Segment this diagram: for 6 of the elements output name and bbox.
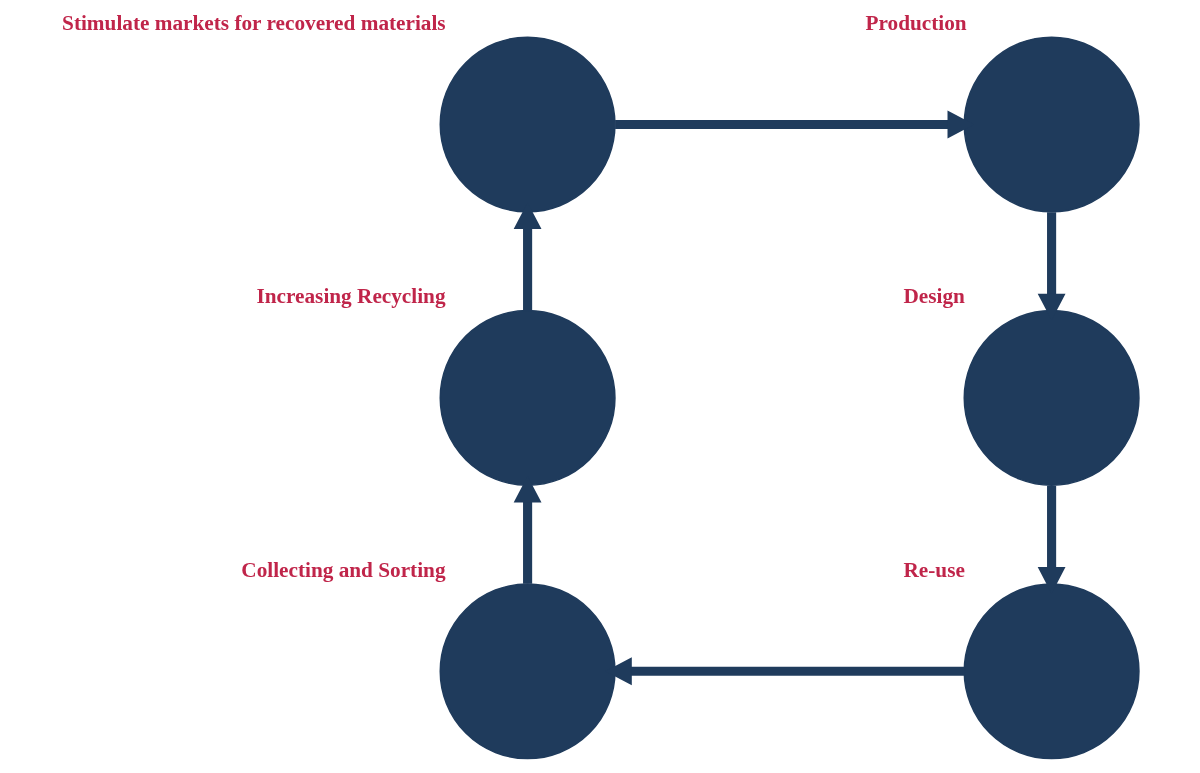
node-label: Design — [903, 284, 965, 309]
node-label: Production — [865, 10, 967, 35]
node-label: Re-use — [903, 557, 965, 582]
node-label: Stimulate markets for recovered materials — [61, 10, 446, 35]
node-label: Increasing Recycling — [255, 284, 446, 309]
node-label: Collecting and Sorting — [240, 557, 446, 582]
